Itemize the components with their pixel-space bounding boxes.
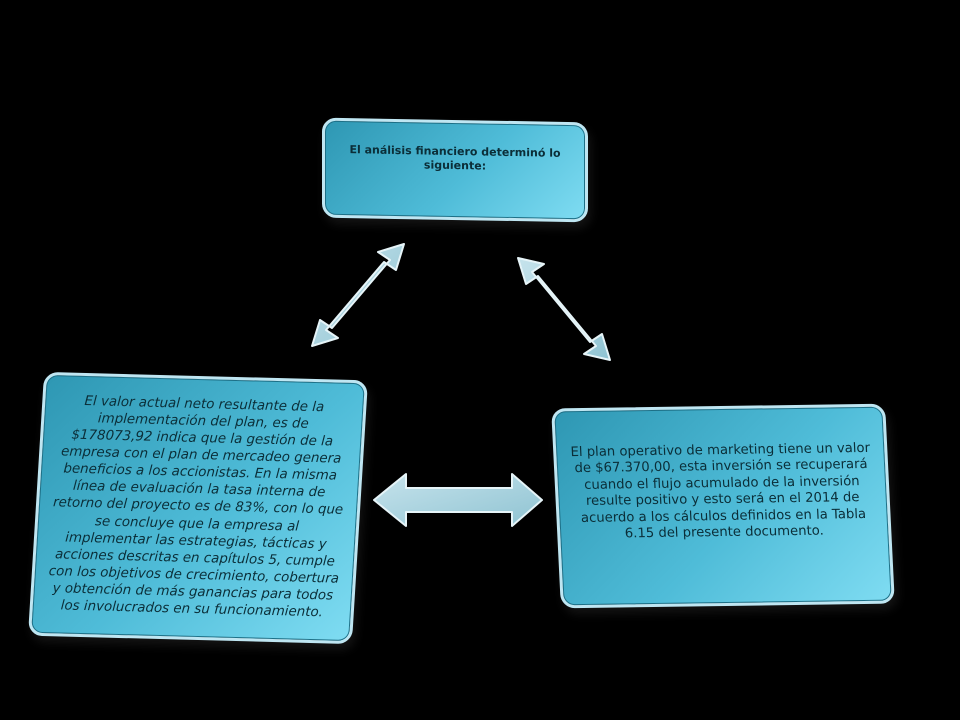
- node-left: El valor actual neto resultante de la im…: [27, 371, 369, 645]
- node-top: El análisis financiero determinó lo sigu…: [322, 117, 588, 223]
- node-left-text: El valor actual neto resultante de la im…: [48, 394, 344, 620]
- node-right: El plan operativo de marketing tiene un …: [551, 403, 895, 609]
- node-right-text: El plan operativo de marketing tiene un …: [570, 440, 871, 542]
- double-arrow-top-left: [311, 243, 405, 347]
- double-arrow-left-right: [373, 473, 543, 527]
- double-arrow-top-right: [517, 257, 611, 361]
- node-top-text: El análisis financiero determinó lo sigu…: [349, 142, 561, 173]
